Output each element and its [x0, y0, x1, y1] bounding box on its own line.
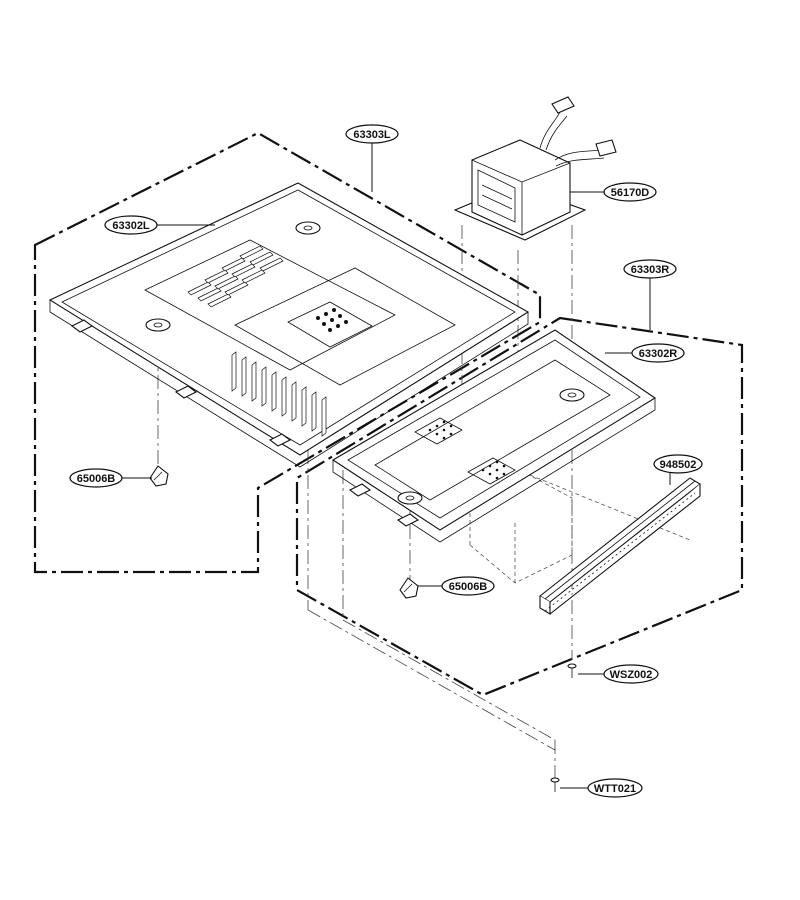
- callout-56170D: 56170D: [603, 182, 657, 202]
- group-outline-left: [33, 131, 542, 574]
- label-WSZ002: WSZ002: [610, 669, 653, 681]
- hidden-box: [469, 469, 691, 584]
- callout-65006B-left: 65006B: [69, 468, 123, 488]
- callout-948502: 948502: [653, 454, 703, 474]
- label-56170D: 56170D: [611, 187, 650, 199]
- screw-WSZ002: [567, 663, 577, 678]
- label-WTT021: WTT021: [594, 783, 636, 795]
- clip-65006B-right: [399, 577, 419, 599]
- gasket-strip-948502: [539, 477, 701, 615]
- label-65006B-right: 65006B: [449, 581, 488, 593]
- perforation-holes-left: [316, 308, 348, 332]
- callout-63302L: 63302L: [104, 215, 158, 235]
- tray-63302L: [48, 182, 530, 468]
- clip-65006B-left: [149, 465, 169, 487]
- vent-slots-lower: [231, 351, 327, 437]
- shelf-63302R: [331, 329, 657, 543]
- callout-63302R: 63302R: [631, 343, 685, 363]
- transformer-56170D: [453, 96, 617, 241]
- label-948502: 948502: [660, 459, 697, 471]
- label-63302L: 63302L: [112, 220, 150, 232]
- callout-WTT021: WTT021: [587, 778, 643, 798]
- label-63303R: 63303R: [631, 264, 670, 276]
- label-63303L: 63303L: [353, 129, 391, 141]
- perforation-holes-right: [428, 420, 506, 480]
- callout-63303L: 63303L: [345, 124, 399, 144]
- screw-WTT021: [550, 777, 560, 792]
- vent-slots-top: [187, 245, 284, 308]
- callout-63303R: 63303R: [623, 259, 677, 279]
- callout-65006B-right: 65006B: [441, 576, 495, 596]
- label-63302R: 63302R: [639, 348, 678, 360]
- label-65006B-left: 65006B: [77, 473, 116, 485]
- callout-WSZ002: WSZ002: [603, 664, 659, 684]
- group-outline-right: [295, 316, 744, 697]
- leader-lines: [122, 143, 671, 789]
